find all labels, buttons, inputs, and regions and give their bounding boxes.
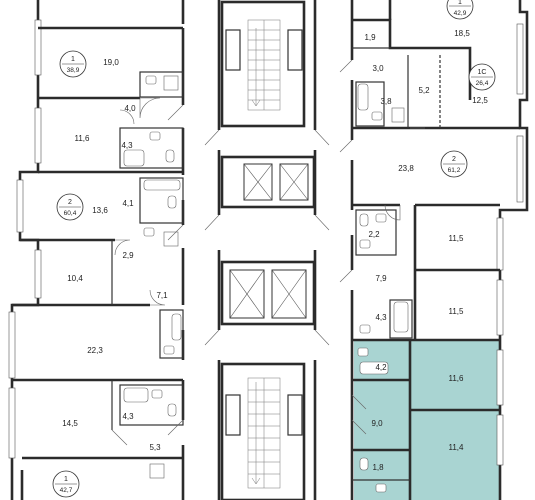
window: [8, 387, 16, 459]
stove: [391, 107, 405, 123]
room-area[interactable]: 4,2: [375, 363, 387, 372]
toilet: [359, 457, 369, 471]
sink: [145, 75, 157, 85]
elevator-lower-left: [229, 269, 265, 319]
window: [34, 19, 42, 76]
room-area[interactable]: 2,2: [368, 230, 380, 239]
apartment-badge-2-60-4[interactable]: 2 60,4: [56, 193, 84, 221]
window: [496, 279, 504, 336]
room-area[interactable]: 1,9: [364, 33, 376, 42]
bathtub: [143, 179, 181, 191]
window: [516, 23, 524, 95]
apartment-rooms: 2: [452, 156, 456, 163]
central-core: [204, 0, 330, 500]
apartment-badge-1-42-7[interactable]: 1 42,7: [52, 470, 80, 498]
room-area[interactable]: 3,0: [372, 64, 384, 73]
room-area[interactable]: 19,0: [103, 58, 119, 67]
room-area[interactable]: 11,6: [449, 374, 465, 383]
room-area[interactable]: 3,8: [380, 97, 392, 106]
window: [8, 311, 16, 379]
room-area[interactable]: 9,0: [371, 419, 383, 428]
toilet: [167, 403, 177, 417]
stove: [163, 75, 179, 91]
stove: [163, 231, 179, 247]
window: [34, 249, 42, 299]
room-area[interactable]: 4,3: [122, 412, 134, 421]
apartment-total-area: 61,2: [448, 167, 461, 174]
room-area[interactable]: 7,1: [156, 291, 168, 300]
apartment-total-area: 42,9: [454, 10, 467, 17]
toilet: [167, 195, 177, 209]
stairs-upper: [247, 19, 281, 111]
room-area[interactable]: 12,5: [472, 96, 488, 105]
sink: [163, 345, 175, 355]
sink: [375, 213, 387, 223]
room-area[interactable]: 7,9: [375, 274, 387, 283]
room-area[interactable]: 11,4: [449, 443, 465, 452]
apartment-badge-1-42-9[interactable]: 1 42,9: [446, 0, 474, 20]
room-area[interactable]: 10,4: [67, 274, 83, 283]
room-area[interactable]: 5,3: [149, 443, 161, 452]
room-area[interactable]: 13,6: [92, 206, 108, 215]
sink: [359, 324, 371, 334]
window: [496, 217, 504, 271]
room-area-labels: 19,0 4,0 11,6 4,3 13,6 4,1 2,9 10,4 7,1 …: [62, 29, 488, 472]
apartment-rooms: 2: [68, 199, 72, 206]
bathtub: [393, 301, 409, 333]
window: [34, 107, 42, 164]
stairs-lower: [247, 377, 281, 489]
toilet: [165, 149, 175, 163]
window: [16, 179, 24, 233]
left-wing: [8, 0, 185, 500]
elevator-lower-right: [271, 269, 307, 319]
room-area[interactable]: 11,5: [449, 307, 465, 316]
room-area[interactable]: 4,0: [124, 104, 136, 113]
bathtub: [123, 149, 145, 167]
room-area[interactable]: 18,5: [454, 29, 470, 38]
room-area[interactable]: 4,3: [121, 141, 133, 150]
sink: [151, 389, 163, 399]
stove: [149, 463, 165, 479]
apartment-rooms: 1: [64, 476, 68, 483]
apartment-total-area: 60,4: [64, 210, 77, 217]
bathtub: [359, 361, 389, 375]
apartment-rooms: 1С: [478, 69, 487, 76]
apartment-badge-1-38-9[interactable]: 1 38,9: [59, 50, 87, 78]
room-area[interactable]: 4,1: [122, 199, 134, 208]
bathtub: [357, 83, 369, 111]
window: [496, 349, 504, 406]
sink: [143, 227, 155, 237]
elevator-upper-left: [243, 163, 273, 201]
apartment-rooms: 1: [71, 56, 75, 63]
elevator-upper-right: [279, 163, 309, 201]
room-area[interactable]: 1,8: [372, 463, 384, 472]
apartment-rooms: 1: [458, 0, 462, 6]
toilet: [359, 213, 369, 227]
sink: [375, 483, 387, 493]
room-area[interactable]: 4,3: [375, 313, 387, 322]
sink: [371, 111, 383, 121]
room-area[interactable]: 2,9: [122, 251, 134, 260]
right-wing: [339, 0, 529, 500]
room-area[interactable]: 23,8: [398, 164, 414, 173]
sink: [359, 239, 371, 249]
apartment-total-area: 42,7: [60, 487, 73, 494]
apartment-total-area: 38,9: [67, 67, 80, 74]
window: [496, 414, 504, 466]
sink: [357, 347, 369, 357]
room-area[interactable]: 5,2: [418, 86, 430, 95]
room-area[interactable]: 11,5: [449, 234, 465, 243]
room-area[interactable]: 11,6: [75, 134, 91, 143]
room-area[interactable]: 22,3: [87, 346, 103, 355]
bathtub: [171, 313, 182, 341]
room-area[interactable]: 14,5: [62, 419, 78, 428]
apartment-badge-1c-26-4[interactable]: 1С 26,4: [468, 63, 496, 91]
sink: [149, 131, 161, 141]
apartment-total-area: 26,4: [476, 80, 489, 87]
window: [516, 135, 524, 203]
apartment-badge-2-61-2[interactable]: 2 61,2: [440, 150, 468, 178]
bathtub: [123, 387, 149, 403]
